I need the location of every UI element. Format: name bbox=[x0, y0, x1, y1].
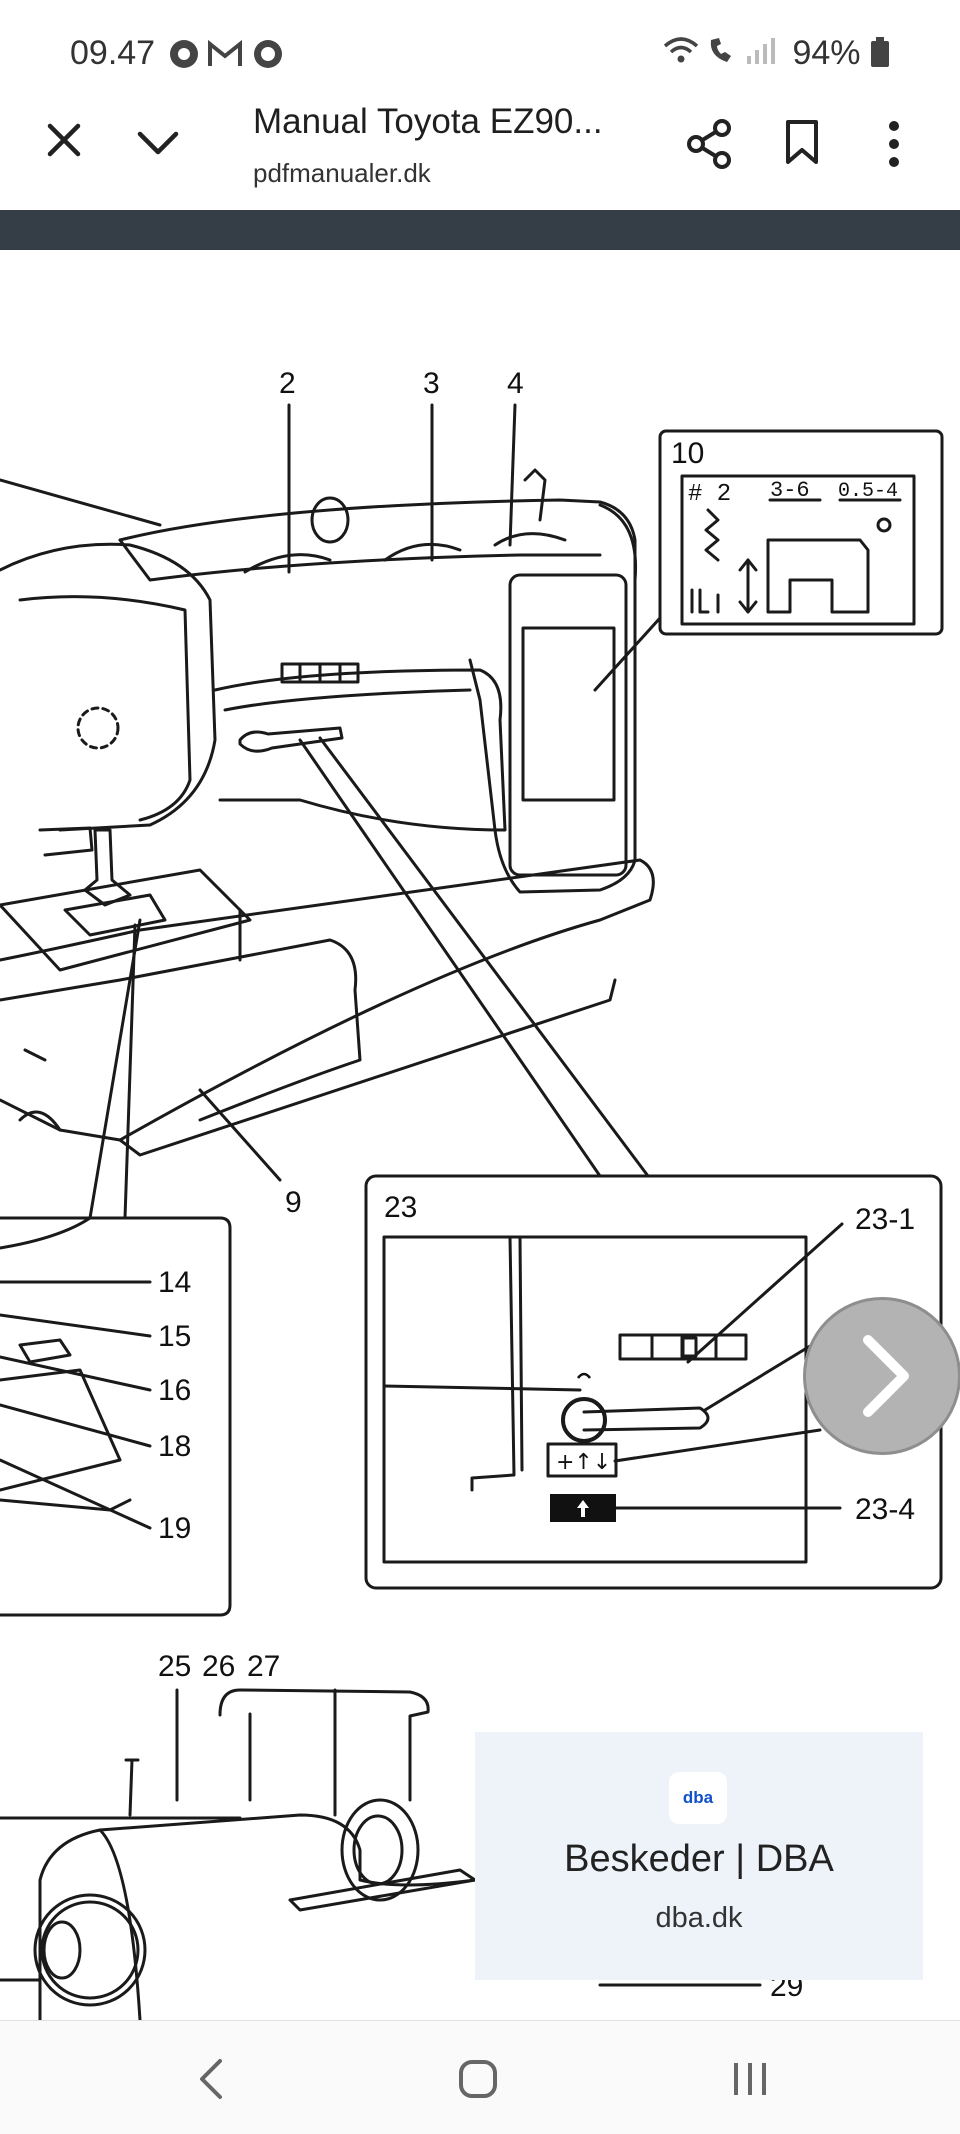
reverse-lever bbox=[238, 726, 344, 753]
chevron-down-icon bbox=[137, 131, 179, 155]
callout-2: 2 bbox=[279, 367, 296, 400]
svg-text:+↑↓: +↑↓ bbox=[556, 1450, 611, 1475]
more-vert-icon bbox=[889, 121, 899, 167]
circle-notification-icon bbox=[254, 40, 282, 68]
callout-15: 15 bbox=[158, 1320, 191, 1353]
callout-23: 23 bbox=[384, 1191, 417, 1224]
lcd-pattern: # 2 bbox=[688, 481, 731, 508]
ad-card[interactable]: dba Beskeder | DBA dba.dk bbox=[475, 1732, 923, 1980]
presser-foot bbox=[83, 828, 132, 907]
reverse-button-zoom bbox=[561, 1397, 607, 1443]
callout-14: 14 bbox=[158, 1266, 191, 1299]
ad-title[interactable]: Beskeder | DBA bbox=[564, 1838, 834, 1880]
lcd-screen bbox=[680, 474, 916, 626]
signal-icons bbox=[663, 37, 776, 64]
more-options-button[interactable] bbox=[884, 120, 904, 168]
machine-head-inner bbox=[18, 595, 192, 822]
stitch-length-icon: +↑↓ bbox=[556, 1450, 611, 1475]
callout-23-1: 23-1 bbox=[855, 1203, 915, 1236]
battery-icon bbox=[871, 37, 889, 67]
bookmark-icon bbox=[786, 120, 818, 164]
head-knob bbox=[76, 706, 120, 750]
handwheel bbox=[33, 1893, 147, 2007]
chevron-right-icon bbox=[863, 1335, 909, 1417]
bottom-machine-body bbox=[38, 1813, 477, 2020]
share-button[interactable] bbox=[684, 118, 732, 170]
cell-signal-icon bbox=[747, 38, 776, 64]
page-title[interactable]: Manual Toyota EZ90... bbox=[253, 102, 603, 141]
ad-domain[interactable]: dba.dk bbox=[655, 1902, 743, 1934]
machine-top-outline bbox=[118, 498, 637, 602]
callout-16: 16 bbox=[158, 1374, 191, 1407]
carry-handle bbox=[218, 1688, 430, 1802]
pdf-toolbar bbox=[0, 210, 960, 250]
free-arm bbox=[0, 938, 362, 1122]
gmail-icon bbox=[208, 39, 242, 66]
arm-inner bbox=[223, 688, 472, 712]
callout-26: 26 bbox=[202, 1650, 235, 1683]
wifi-icon bbox=[663, 37, 699, 63]
bobbin-winder bbox=[288, 1868, 477, 1912]
lcd-width: 3-6 bbox=[770, 478, 810, 503]
battery-percent: 94% bbox=[792, 34, 861, 72]
machine-bed bbox=[0, 858, 655, 1142]
callout-box-14-19 bbox=[0, 1216, 232, 1617]
machine-top-surface bbox=[118, 538, 602, 582]
lcd-machine-icon bbox=[766, 538, 870, 614]
home-icon bbox=[459, 2060, 497, 2098]
close-icon bbox=[47, 123, 81, 157]
home-button[interactable] bbox=[458, 2057, 498, 2101]
pdf-viewer[interactable]: 2 3 4 10 9 23 23-1 23-4 14 15 16 18 19 2… bbox=[0, 250, 960, 2020]
status-bar: 09.47 94% bbox=[0, 0, 960, 100]
display-panel bbox=[508, 573, 628, 877]
callout-25: 25 bbox=[158, 1650, 191, 1683]
lcd-length: 0.5-4 bbox=[838, 480, 898, 503]
close-button[interactable] bbox=[44, 120, 84, 160]
camera-notification-icon bbox=[170, 40, 198, 68]
page-domain[interactable]: pdfmanualer.dk bbox=[253, 158, 431, 188]
callout-4: 4 bbox=[507, 367, 524, 400]
dba-logo: dba bbox=[669, 1772, 727, 1824]
callout-18: 18 bbox=[158, 1430, 191, 1463]
reverse-icon bbox=[550, 1372, 616, 1522]
dial-4 bbox=[493, 532, 567, 547]
callout-10: 10 bbox=[671, 437, 704, 470]
share-icon bbox=[687, 119, 731, 169]
recents-icon bbox=[734, 2063, 766, 2095]
callout-9: 9 bbox=[285, 1186, 302, 1219]
recents-button[interactable] bbox=[730, 2057, 770, 2101]
needle-plate bbox=[0, 868, 252, 972]
bookmark-button[interactable] bbox=[784, 118, 820, 166]
status-right: 94% bbox=[663, 34, 890, 73]
callout-box-10 bbox=[658, 429, 944, 636]
callout-3: 3 bbox=[423, 367, 440, 400]
callout-27: 27 bbox=[247, 1650, 280, 1683]
display-screen bbox=[521, 626, 616, 802]
wifi-calling-icon bbox=[710, 38, 732, 62]
collapse-button[interactable] bbox=[136, 128, 180, 158]
back-button[interactable] bbox=[196, 2057, 226, 2101]
sewing-machine-diagram: 2 3 4 10 9 23 23-1 23-4 14 15 16 18 19 2… bbox=[0, 367, 944, 2020]
dial-3 bbox=[383, 542, 462, 562]
back-icon bbox=[200, 2059, 222, 2099]
lcd-zigzag bbox=[704, 508, 720, 562]
system-nav-bar bbox=[0, 2020, 960, 2134]
status-time: 09.47 bbox=[70, 34, 156, 72]
next-page-button[interactable] bbox=[803, 1297, 960, 1455]
callout-23-4: 23-4 bbox=[855, 1493, 915, 1526]
machine-head-outline bbox=[0, 542, 217, 832]
callout-19: 19 bbox=[158, 1512, 191, 1545]
machine-right-column bbox=[468, 503, 638, 894]
notification-icons bbox=[168, 38, 288, 75]
top-spool bbox=[310, 496, 350, 544]
